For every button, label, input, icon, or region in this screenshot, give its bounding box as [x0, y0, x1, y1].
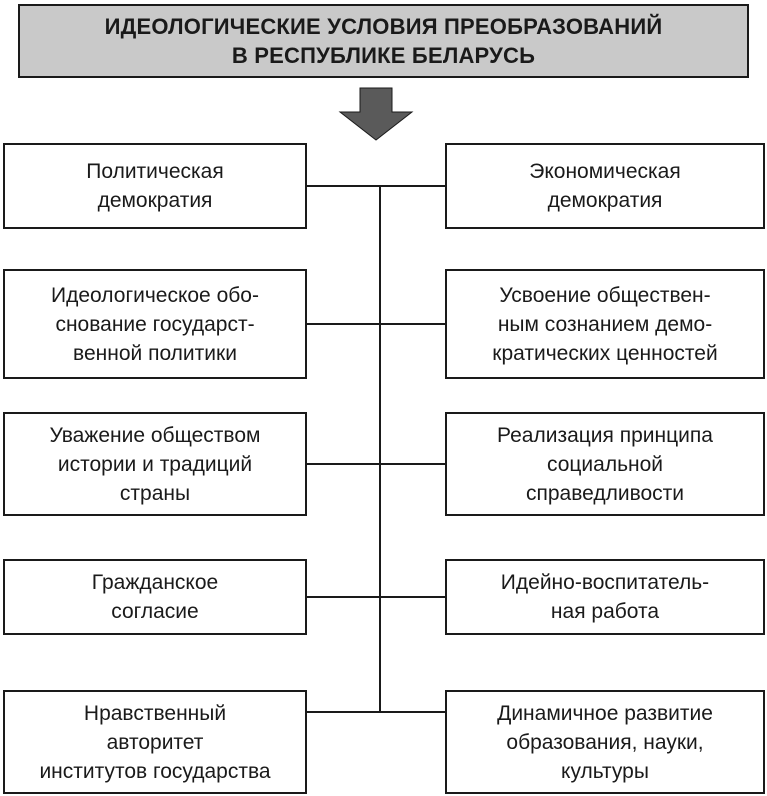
box-ideological-justification: Идеологическое обо- снование государст- … [3, 269, 307, 379]
box-social-justice: Реализация принципа социальной справедли… [445, 412, 765, 516]
box-text-line: Идейно-воспитатель- [500, 571, 710, 594]
box-text-line: социальной [546, 452, 664, 476]
box-text-line: Экономическая [529, 160, 681, 183]
box-text-line: Динамичное развитие [497, 701, 713, 725]
down-arrow-icon [338, 87, 414, 141]
box-democratic-values: Усвоение обществен- ным сознанием демо- … [445, 269, 765, 379]
box-text-line: Нравственный [83, 701, 227, 725]
box-educational-work: Идейно-воспитатель- ная работа [445, 559, 765, 635]
box-text-line: справедливости [525, 481, 685, 505]
box-text-line: Реализация принципа [497, 423, 713, 447]
box-text-line: Уважение обществом [49, 423, 261, 447]
diagram-title: ИДЕОЛОГИЧЕСКИЕ УСЛОВИЯ ПРЕОБРАЗОВАНИЙ В … [18, 4, 749, 78]
box-text-line: Политическая [86, 160, 224, 183]
box-text-line: авторитет [106, 730, 204, 754]
box-text-line: Идеологическое обо- [51, 283, 259, 307]
title-line-2: В РЕСПУБЛИКЕ БЕЛАРУСЬ [231, 43, 536, 68]
box-text-line: венной политики [73, 341, 237, 365]
box-text-line: ным сознанием демо- [497, 312, 713, 336]
box-political-democracy: Политическая демократия [3, 143, 307, 229]
box-text-line: Усвоение обществен- [499, 283, 711, 307]
box-text-line: страны [119, 481, 191, 505]
box-text-line: ная работа [550, 600, 660, 623]
box-text-line: снование государст- [55, 312, 255, 336]
box-text-line: демократия [97, 189, 213, 212]
box-text-line: демократия [547, 189, 663, 212]
box-economic-democracy: Экономическая демократия [445, 143, 765, 229]
title-line-1: ИДЕОЛОГИЧЕСКИЕ УСЛОВИЯ ПРЕОБРАЗОВАНИЙ [104, 14, 663, 39]
box-text-line: институтов государства [39, 759, 271, 783]
box-text-line: образования, науки, [506, 730, 704, 754]
box-text-line: кратических ценностей [492, 341, 718, 365]
box-dynamic-development: Динамичное развитие образования, науки, … [445, 690, 765, 794]
box-text-line: культуры [561, 759, 649, 783]
box-moral-authority: Нравственный авторитет институтов госуда… [3, 690, 307, 794]
box-text-line: истории и традиций [57, 452, 253, 476]
box-civil-accord: Гражданское согласие [3, 559, 307, 635]
box-respect-history: Уважение обществом истории и традиций ст… [3, 412, 307, 516]
box-text-line: Гражданское [91, 571, 219, 594]
box-text-line: согласие [111, 600, 199, 623]
